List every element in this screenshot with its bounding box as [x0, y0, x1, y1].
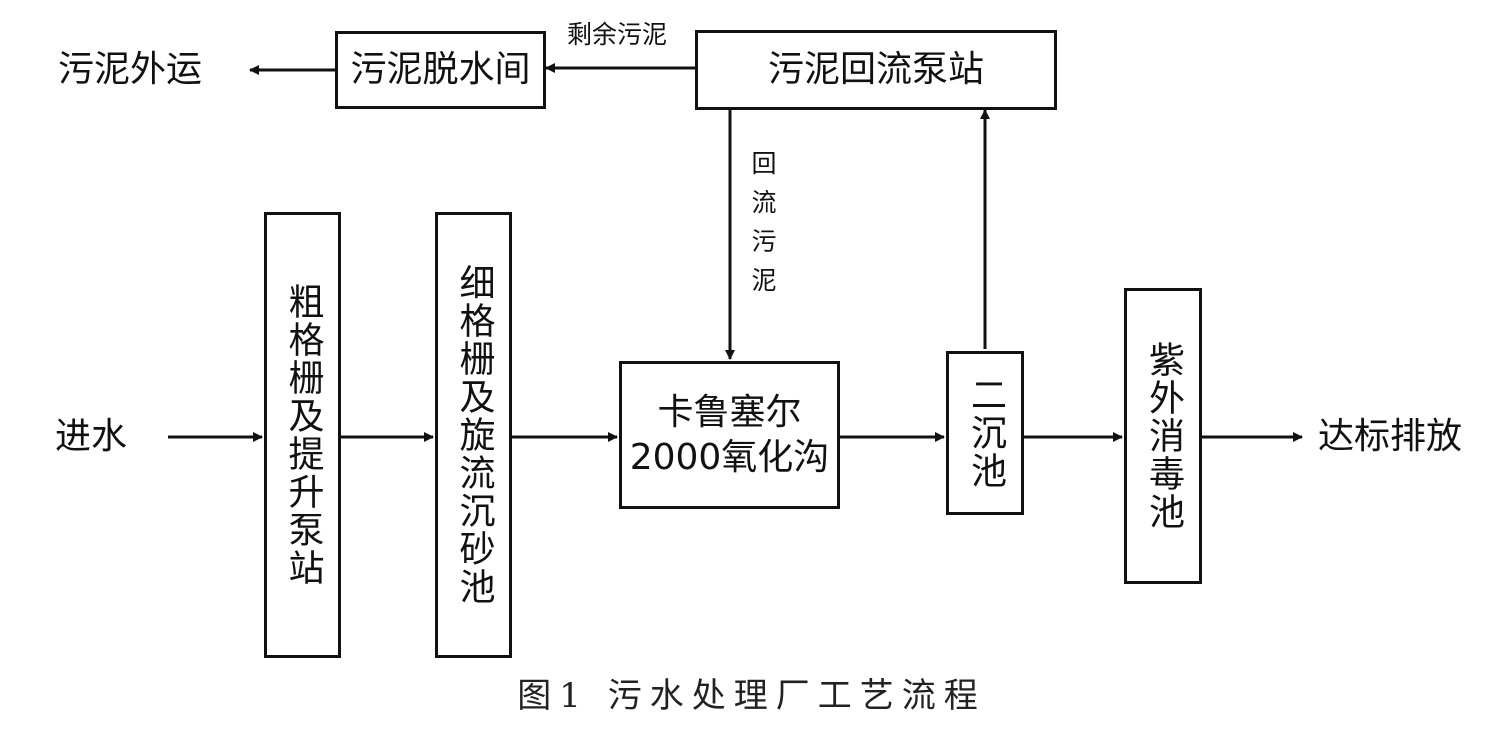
secondary-clarifier-box: 二沉池 — [946, 351, 1024, 515]
excess-sludge-label: 剩余污泥 — [567, 20, 668, 49]
influent-label: 进水 — [55, 416, 128, 457]
coarse-screen-pump-station-label: 粗格栅及提升泵站 — [282, 283, 324, 587]
oxidation-ditch-label-line1: 卡鲁塞尔 — [657, 392, 802, 433]
sludge-return-pump-station-label: 污泥回流泵站 — [767, 49, 984, 90]
sludge-dewatering-room-box: 污泥脱水间 — [335, 31, 546, 109]
figure-caption: 图1 污水处理厂工艺流程 — [517, 676, 986, 716]
coarse-screen-pump-station-box: 粗格栅及提升泵站 — [264, 212, 341, 658]
oxidation-ditch-label-line2: 2000氧化沟 — [629, 437, 830, 478]
carrousel-oxidation-ditch-box: 卡鲁塞尔 2000氧化沟 — [619, 361, 840, 509]
fine-screen-grit-chamber-label: 细格栅及旋流沉砂池 — [453, 264, 495, 606]
fine-screen-grit-chamber-box: 细格栅及旋流沉砂池 — [435, 212, 512, 658]
uv-disinfection-tank-box: 紫外消毒池 — [1124, 288, 1202, 584]
effluent-discharge-label: 达标排放 — [1318, 416, 1463, 457]
uv-disinfection-tank-label: 紫外消毒池 — [1143, 341, 1184, 531]
secondary-clarifier-label: 二沉池 — [965, 376, 1006, 490]
sludge-dewatering-room-label: 污泥脱水间 — [350, 49, 531, 90]
return-sludge-label: 回流污泥 — [748, 150, 777, 306]
sludge-return-pump-station-box: 污泥回流泵站 — [695, 30, 1057, 110]
sludge-export-label: 污泥外运 — [58, 49, 203, 90]
